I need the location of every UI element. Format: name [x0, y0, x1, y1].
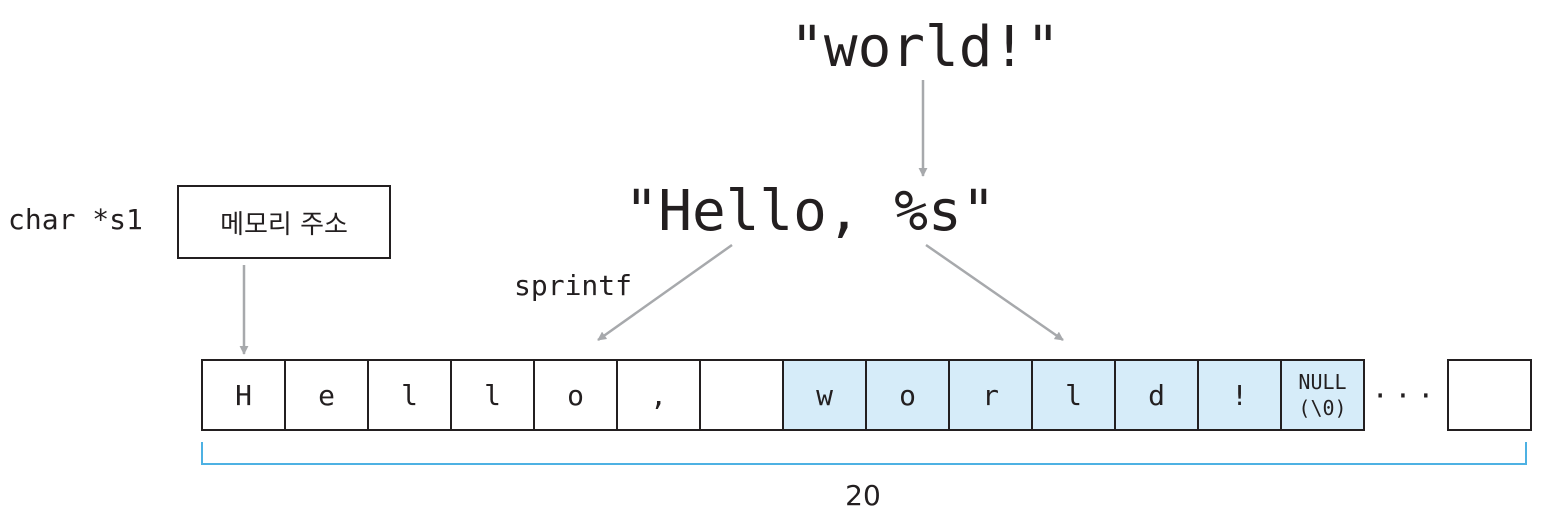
buffer-cell: H	[201, 359, 286, 431]
buffer-size-bracket	[201, 442, 1527, 465]
memory-address-box: 메모리 주소	[177, 185, 391, 259]
arrow-format-to-hello	[597, 243, 733, 342]
buffer-cell: l	[450, 359, 535, 431]
pointer-variable-label: char *s1	[8, 203, 143, 236]
buffer-cell: ,	[616, 359, 701, 431]
buffer-cell: l	[367, 359, 452, 431]
buffer-cell	[699, 359, 784, 431]
buffer-cell: o	[533, 359, 618, 431]
buffer-cell: d	[1114, 359, 1199, 431]
format-string: "Hello, %s"	[624, 179, 996, 244]
ellipsis: ···	[1371, 378, 1441, 412]
char-buffer: H e l l o , w o r l d ! NULL (\0) ···	[201, 359, 1532, 431]
source-string-world: "world!"	[790, 15, 1060, 80]
buffer-size-label: 20	[845, 479, 881, 512]
arrow-format-to-world	[925, 243, 1064, 342]
buffer-cell: w	[782, 359, 867, 431]
buffer-cell: l	[1031, 359, 1116, 431]
buffer-cell: e	[284, 359, 369, 431]
null-terminator-cell: NULL (\0)	[1280, 359, 1365, 431]
buffer-cell: o	[865, 359, 950, 431]
buffer-cell-last	[1447, 359, 1532, 431]
sprintf-label: sprintf	[514, 269, 633, 302]
buffer-cell: r	[948, 359, 1033, 431]
buffer-cell: !	[1197, 359, 1282, 431]
